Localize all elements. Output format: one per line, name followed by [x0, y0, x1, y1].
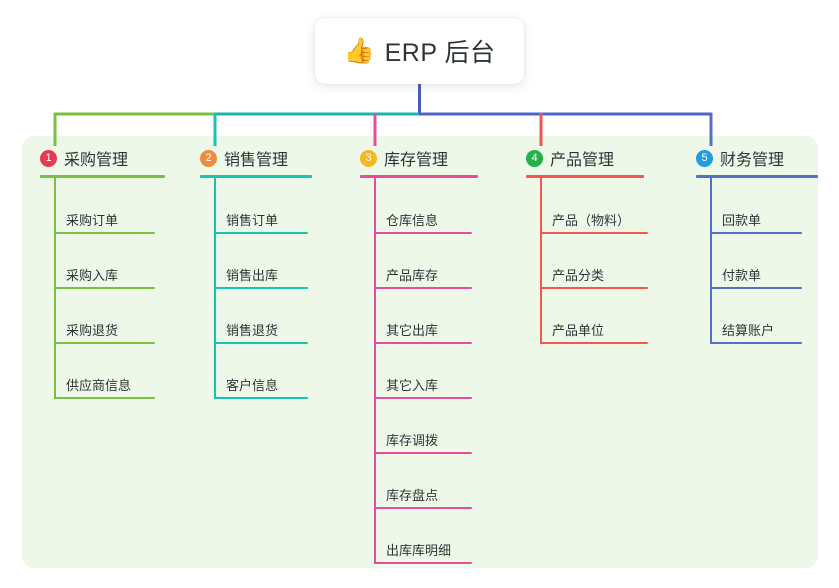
leaf-label: 库存盘点 [386, 488, 439, 503]
leaf-rule [214, 397, 308, 399]
leaf-rule [540, 342, 648, 344]
leaf-rule [214, 287, 308, 289]
leaf-node[interactable]: 销售订单 [200, 210, 360, 234]
branch-title-2: 销售管理 [224, 152, 289, 169]
branch-badge-2: 2 [200, 149, 217, 167]
branch-spine-3 [374, 176, 376, 564]
branch-badge-1: 1 [40, 149, 57, 167]
leaf-label: 产品分类 [552, 268, 605, 283]
leaf-rule [374, 287, 472, 289]
leaf-node[interactable]: 销售退货 [200, 320, 360, 344]
branch-header-1[interactable]: 1 采购管理 [40, 146, 128, 170]
leaf-node[interactable]: 结算账户 [696, 320, 839, 344]
leaf-label: 其它入库 [386, 378, 439, 393]
leaf-rule [710, 287, 802, 289]
leaf-rule [54, 232, 155, 234]
leaf-label: 回款单 [722, 213, 762, 228]
leaf-label: 采购订单 [66, 213, 119, 228]
branch-badge-4: 4 [526, 149, 543, 167]
leaf-rule [214, 342, 308, 344]
leaf-node[interactable]: 回款单 [696, 210, 839, 234]
leaf-node[interactable]: 仓库信息 [360, 210, 520, 234]
branch-header-2[interactable]: 2 销售管理 [200, 146, 288, 170]
leaf-node[interactable]: 产品（物料） [526, 210, 686, 234]
leaf-node[interactable]: 产品库存 [360, 265, 520, 289]
leaf-node[interactable]: 库存盘点 [360, 485, 520, 509]
branch-title-3: 库存管理 [384, 152, 449, 169]
leaf-node[interactable]: 出库库明细 [360, 540, 520, 564]
leaf-rule [540, 232, 648, 234]
root-title: ERP 后台 [384, 39, 496, 67]
leaf-node[interactable]: 产品分类 [526, 265, 686, 289]
branch-title-1: 采购管理 [64, 152, 129, 169]
leaf-label: 销售订单 [226, 213, 279, 228]
branch-header-rule-2 [200, 175, 312, 178]
leaf-label: 采购入库 [66, 268, 119, 283]
leaf-label: 产品单位 [552, 323, 605, 338]
leaf-rule [374, 507, 472, 509]
leaf-label: 付款单 [722, 268, 762, 283]
leaf-rule [374, 562, 472, 564]
leaf-rule [540, 287, 648, 289]
branch-spine-4 [540, 176, 542, 344]
leaf-node[interactable]: 客户信息 [200, 375, 360, 399]
leaf-node[interactable]: 付款单 [696, 265, 839, 289]
leaf-node[interactable]: 产品单位 [526, 320, 686, 344]
leaf-rule [374, 397, 472, 399]
branch-spine-5 [710, 176, 712, 344]
leaf-label: 供应商信息 [66, 378, 132, 393]
branch-header-5[interactable]: 5 财务管理 [696, 146, 784, 170]
thumbs-up-icon: 👍 [343, 36, 375, 65]
root-node[interactable]: 👍 ERP 后台 [315, 18, 524, 84]
branch-header-rule-4 [526, 175, 644, 178]
branch-header-rule-5 [696, 175, 818, 178]
branch-title-4: 产品管理 [550, 152, 615, 169]
leaf-rule [374, 452, 472, 454]
leaf-label: 其它出库 [386, 323, 439, 338]
leaf-node[interactable]: 库存调拨 [360, 430, 520, 454]
branch-header-3[interactable]: 3 库存管理 [360, 146, 448, 170]
leaf-rule [54, 397, 155, 399]
leaf-label: 销售出库 [226, 268, 279, 283]
branch-title-5: 财务管理 [720, 152, 785, 169]
leaf-rule [374, 232, 472, 234]
leaf-label: 出库库明细 [386, 543, 452, 558]
leaf-rule [214, 232, 308, 234]
leaf-label: 结算账户 [722, 323, 775, 338]
leaf-node[interactable]: 销售出库 [200, 265, 360, 289]
leaf-label: 销售退货 [226, 323, 279, 338]
leaf-label: 仓库信息 [386, 213, 439, 228]
leaf-label: 库存调拨 [386, 433, 439, 448]
leaf-rule [54, 287, 155, 289]
leaf-rule [710, 342, 802, 344]
branch-header-4[interactable]: 4 产品管理 [526, 146, 614, 170]
leaf-label: 客户信息 [226, 378, 279, 393]
leaf-rule [710, 232, 802, 234]
leaf-node[interactable]: 采购订单 [40, 210, 200, 234]
leaf-label: 产品（物料） [552, 213, 631, 228]
branch-header-rule-3 [360, 175, 478, 178]
leaf-node[interactable]: 其它入库 [360, 375, 520, 399]
leaf-rule [374, 342, 472, 344]
leaf-label: 产品库存 [386, 268, 439, 283]
leaf-node[interactable]: 供应商信息 [40, 375, 200, 399]
branch-columns: 1 采购管理采购订单采购入库采购退货供应商信息 2 销售管理销售订单销售出库销售退货客… [22, 136, 818, 568]
leaf-node[interactable]: 采购退货 [40, 320, 200, 344]
branch-panel [22, 136, 818, 568]
branch-badge-3: 3 [360, 149, 377, 167]
leaf-node[interactable]: 其它出库 [360, 320, 520, 344]
branch-badge-5: 5 [696, 149, 713, 167]
branch-header-rule-1 [40, 175, 165, 178]
leaf-rule [54, 342, 155, 344]
leaf-label: 采购退货 [66, 323, 119, 338]
leaf-node[interactable]: 采购入库 [40, 265, 200, 289]
